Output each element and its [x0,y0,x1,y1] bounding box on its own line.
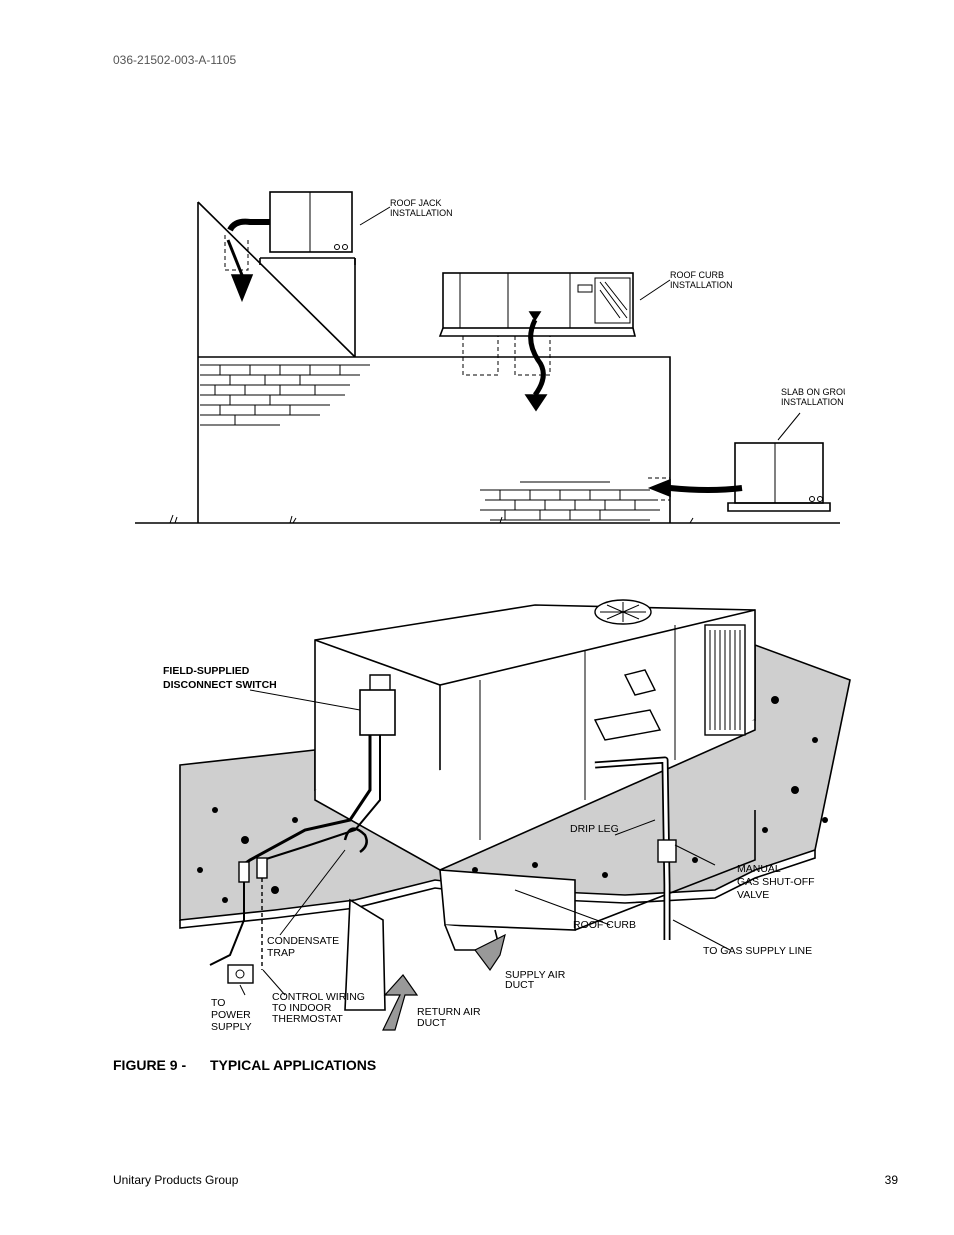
label-disconnect-switch: DISCONNECT SWITCH [163,679,277,691]
label-roof-jack: ROOF JACK [390,198,442,208]
rooftop-unit-connections-illustration: FIELD-SUPPLIED DISCONNECT SWITCH DRIP LE… [163,599,851,1033]
page-number: 39 [884,1173,898,1187]
label-return-duct: DUCT [417,1017,447,1029]
label-roof-jack-installation: INSTALLATION [390,208,453,218]
label-gas-shut-off: GAS SHUT-OFF [737,876,815,888]
document-id: 036-21502-003-A-1105 [113,53,237,67]
label-supply-duct: DUCT [505,979,535,991]
label-valve: VALVE [737,889,769,901]
label-condensate: CONDENSATE [267,935,339,947]
label-roof-curb: ROOF CURB [573,919,636,931]
label-to: TO [211,997,225,1009]
label-power: POWER [211,1009,251,1021]
label-roof-curb: ROOF CURB [670,270,724,280]
label-to-gas-supply-line: TO GAS SUPPLY LINE [703,945,812,957]
label-supply-air: SUPPLY AIR [505,969,566,981]
figure-title: TYPICAL APPLICATIONS [210,1057,377,1073]
label-drip-leg: DRIP LEG [570,823,619,835]
label-field-supplied: FIELD-SUPPLIED [163,665,250,677]
label-return-air: RETURN AIR [417,1006,481,1018]
figure-number: FIGURE 9 - [113,1057,187,1073]
label-manual: MANUAL [737,863,781,875]
installation-types-illustration: ROOF JACK INSTALLATION ROOF CURB INSTALL… [135,191,845,524]
label-supply: SUPPLY [211,1021,252,1033]
label-roof-curb-installation: INSTALLATION [670,280,733,290]
figure-caption: FIGURE 9 - TYPICAL APPLICATIONS [113,1057,376,1073]
label-thermostat: THERMOSTAT [272,1013,343,1025]
label-to-indoor: TO INDOOR [272,1002,332,1014]
label-slab-on-ground: SLAB ON GROUND [781,387,845,397]
label-control-wiring: CONTROL WIRING [272,991,365,1003]
label-slab-installation: INSTALLATION [781,397,844,407]
label-trap: TRAP [267,947,295,959]
footer-company: Unitary Products Group [113,1173,239,1187]
